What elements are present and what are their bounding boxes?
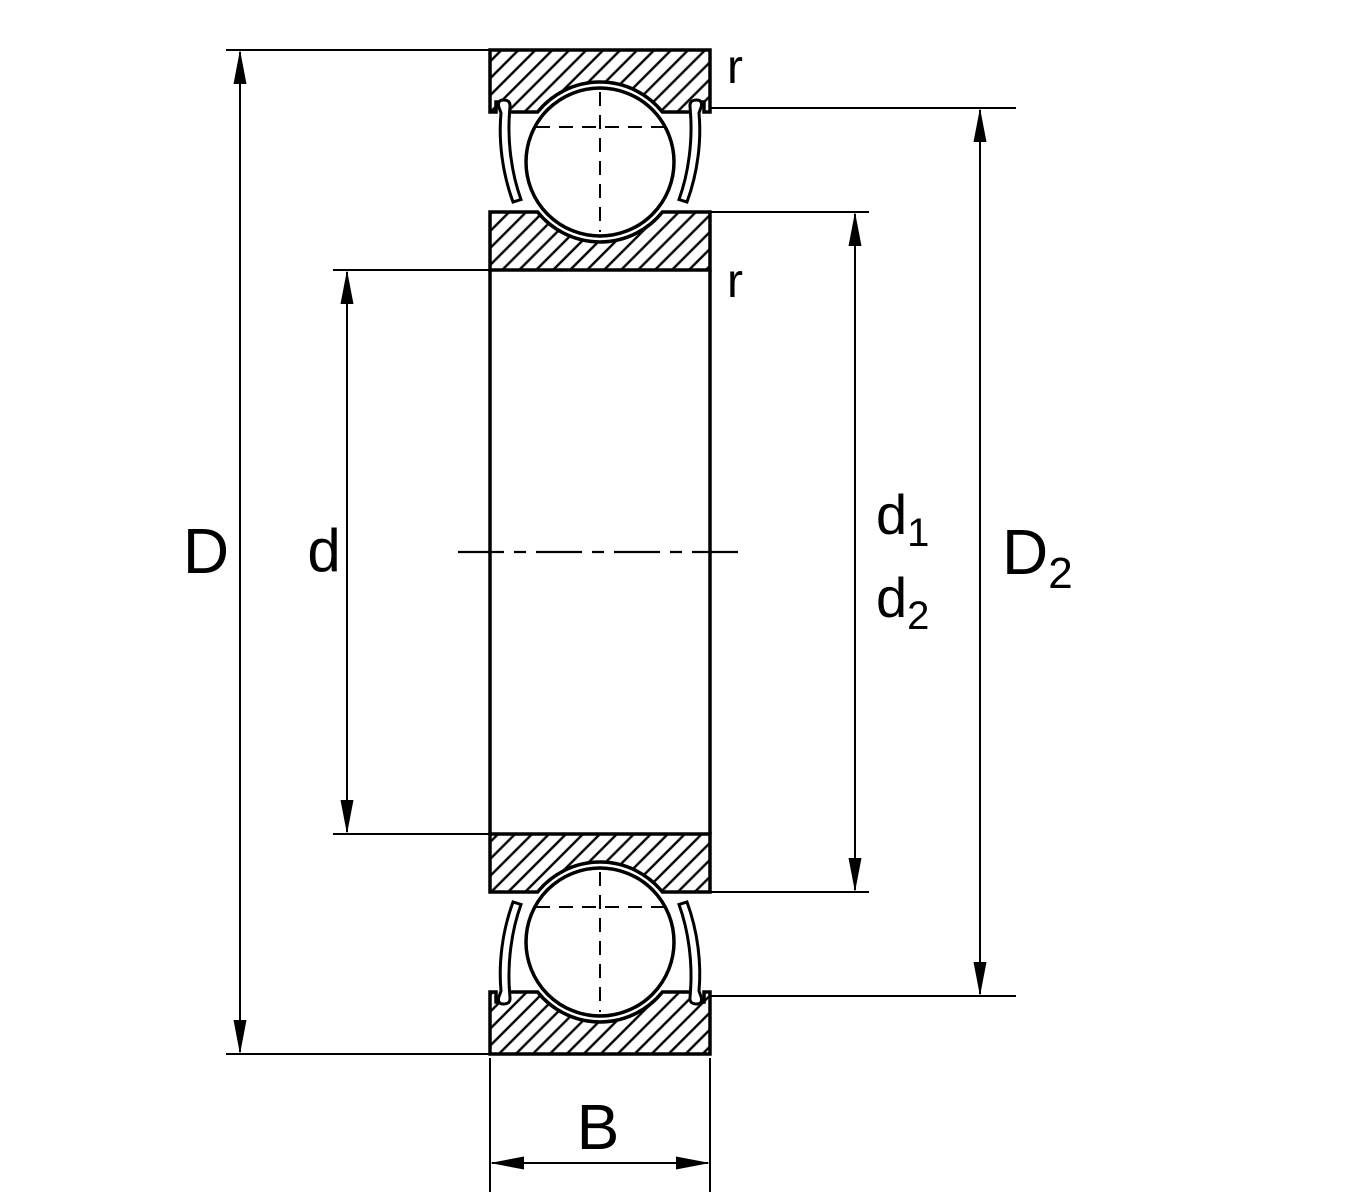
arrowhead-B-right bbox=[676, 1156, 710, 1170]
inner-ring-bottom-section bbox=[488, 832, 712, 894]
label-D2-sub: 2 bbox=[1048, 549, 1072, 598]
label-B: B bbox=[577, 1091, 620, 1163]
dimension-d: d bbox=[307, 269, 490, 835]
arrowhead-D-down bbox=[233, 1020, 247, 1054]
label-d2-main: d bbox=[876, 566, 907, 629]
dimension-B: B bbox=[489, 1058, 711, 1192]
label-r-inner: r bbox=[727, 255, 743, 308]
arrowhead-B-left bbox=[490, 1156, 524, 1170]
arrowhead-d1d2-down bbox=[848, 858, 862, 892]
label-d2-sub: 2 bbox=[907, 594, 929, 638]
arrowhead-D2-down bbox=[973, 962, 987, 996]
inner-ring-top-section bbox=[488, 210, 712, 272]
arrowhead-D2-up bbox=[973, 108, 987, 142]
arrowhead-d-down bbox=[340, 800, 354, 834]
dimension-D: D bbox=[183, 49, 490, 1055]
label-d1: d1 bbox=[876, 483, 929, 555]
arrowhead-d1d2-up bbox=[848, 212, 862, 246]
dimension-D2: D2 bbox=[710, 107, 1073, 997]
label-d2: d2 bbox=[876, 566, 929, 638]
top-bearing-section bbox=[488, 48, 712, 272]
label-r-outer: r bbox=[727, 41, 743, 94]
arrowhead-D-up bbox=[233, 50, 247, 84]
arrowhead-d-up bbox=[340, 270, 354, 304]
shield-top-left bbox=[496, 98, 523, 204]
label-D: D bbox=[183, 515, 229, 587]
shield-top-right bbox=[677, 98, 704, 204]
label-d: d bbox=[307, 517, 340, 584]
dimension-d1-d2: d1 d2 bbox=[710, 211, 929, 893]
shield-bottom-right bbox=[677, 900, 704, 1006]
label-d1-main: d bbox=[876, 483, 907, 546]
shield-bottom-left bbox=[496, 900, 523, 1006]
bottom-bearing-section bbox=[488, 832, 712, 1056]
label-D2-main: D bbox=[1002, 516, 1048, 588]
label-d1-sub: 1 bbox=[907, 511, 929, 555]
label-D2: D2 bbox=[1002, 516, 1073, 598]
